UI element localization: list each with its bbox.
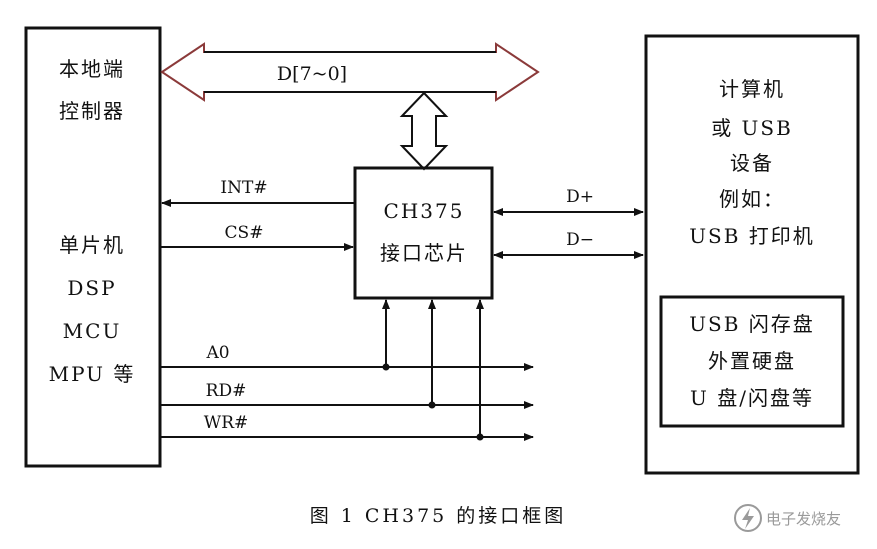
watermark-icon — [734, 504, 762, 532]
wr-junction-dot — [476, 433, 484, 441]
a0-junction-dot — [382, 363, 390, 371]
inner-box-line-1: USB 闪存盘 — [689, 312, 815, 336]
right-box-line-5: USB 打印机 — [689, 224, 815, 248]
chip-line-1: CH375 — [384, 199, 465, 223]
ch375-chip-box — [353, 166, 494, 300]
wr-signal-label: WR# — [204, 413, 249, 433]
chip-line-2: 接口芯片 — [380, 241, 468, 265]
bus-to-chip-arrow — [399, 91, 449, 171]
left-box-line-5: MCU — [63, 319, 122, 343]
watermark-text: 电子发烧友 — [766, 510, 841, 528]
usb-device-box — [644, 34, 860, 475]
a0-signal-label: A0 — [205, 343, 229, 363]
data-bus-label: D[7~0] — [277, 63, 347, 85]
data-bus-outline — [204, 51, 496, 93]
figure-caption: 图 1 CH375 的接口框图 — [310, 505, 567, 527]
rd-junction-dot — [428, 401, 436, 409]
left-box-line-6: MPU 等 — [49, 362, 136, 386]
right-box-line-4: 例如： — [719, 187, 785, 211]
watermark-bolt-icon — [742, 508, 754, 529]
cs-signal-label: CS# — [225, 223, 264, 243]
left-box-line-4: DSP — [67, 276, 116, 300]
watermark-logo: 电子发烧友 — [734, 504, 841, 532]
right-box-line-1: 计算机 — [719, 77, 785, 101]
left-box-line-1: 本地端 — [59, 57, 125, 81]
left-box-line-3: 单片机 — [59, 233, 125, 257]
right-box-line-2: 或 USB — [711, 116, 793, 140]
d-minus-label: D− — [566, 230, 594, 250]
right-box-line-3: 设备 — [730, 151, 774, 175]
rd-signal-label: RD# — [206, 381, 247, 401]
inner-box-line-2: 外置硬盘 — [708, 349, 796, 373]
storage-devices-box — [659, 295, 845, 428]
d-plus-label: D+ — [566, 187, 594, 207]
inner-box-line-3: U 盘/闪盘等 — [690, 386, 814, 410]
left-box-line-2: 控制器 — [59, 99, 125, 123]
int-signal-label: INT# — [220, 178, 267, 198]
data-bus-arrow — [160, 42, 540, 102]
